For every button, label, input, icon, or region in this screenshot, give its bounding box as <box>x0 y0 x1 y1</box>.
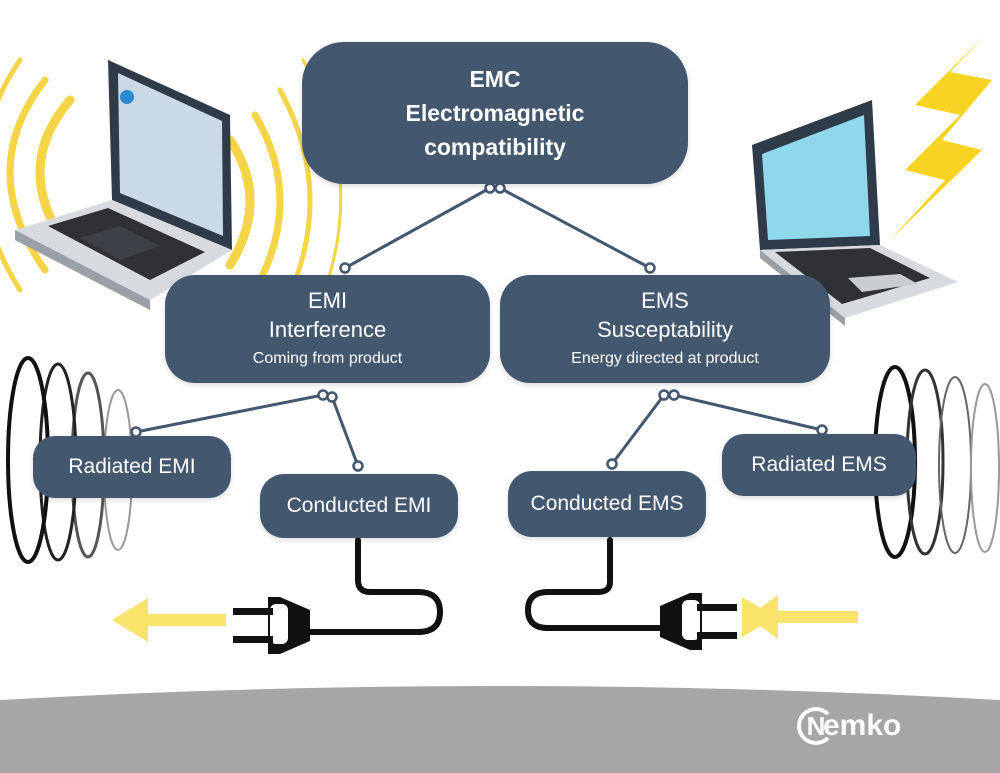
node-emi: EMI Interference Coming from product <box>165 275 490 383</box>
laptop-emitting-icon <box>15 60 232 310</box>
node-conducted-emi: Conducted EMI <box>260 474 458 538</box>
power-plug-right-icon <box>660 593 737 650</box>
connector-lines <box>135 186 823 467</box>
node-emi-subtitle: Interference <box>268 317 387 342</box>
node-emi-title: EMI <box>307 288 348 313</box>
node-emc: EMC Electromagnetic compatibility <box>302 42 688 184</box>
nemko-logo-letter: N <box>806 710 826 741</box>
node-ems-title: EMS <box>641 288 689 313</box>
node-emi-description: Coming from product <box>252 350 403 367</box>
ground-floor <box>0 686 1000 773</box>
lightning-bolt-icon <box>890 35 992 240</box>
node-radiated-ems: Radiated EMS <box>722 434 916 496</box>
power-cables <box>307 537 663 635</box>
node-conducted-ems: Conducted EMS <box>508 471 706 537</box>
node-emc-subtitle: Electromagnetic compatibility <box>405 100 585 160</box>
node-ems-description: Energy directed at product <box>571 350 759 367</box>
nemko-logo-ring: N <box>797 707 835 745</box>
node-ems: EMS Susceptability Energy directed at pr… <box>500 275 830 383</box>
node-radiated-emi: Radiated EMI <box>33 436 231 498</box>
nemko-logo: N emko <box>797 702 901 750</box>
node-ems-subtitle: Susceptability <box>597 317 733 342</box>
arrow-left-icon <box>112 598 226 642</box>
power-plug-left-icon <box>233 597 310 654</box>
arrow-right-head <box>742 597 776 637</box>
node-emc-title: EMC <box>469 66 521 92</box>
nemko-logo-text: emko <box>823 709 902 742</box>
